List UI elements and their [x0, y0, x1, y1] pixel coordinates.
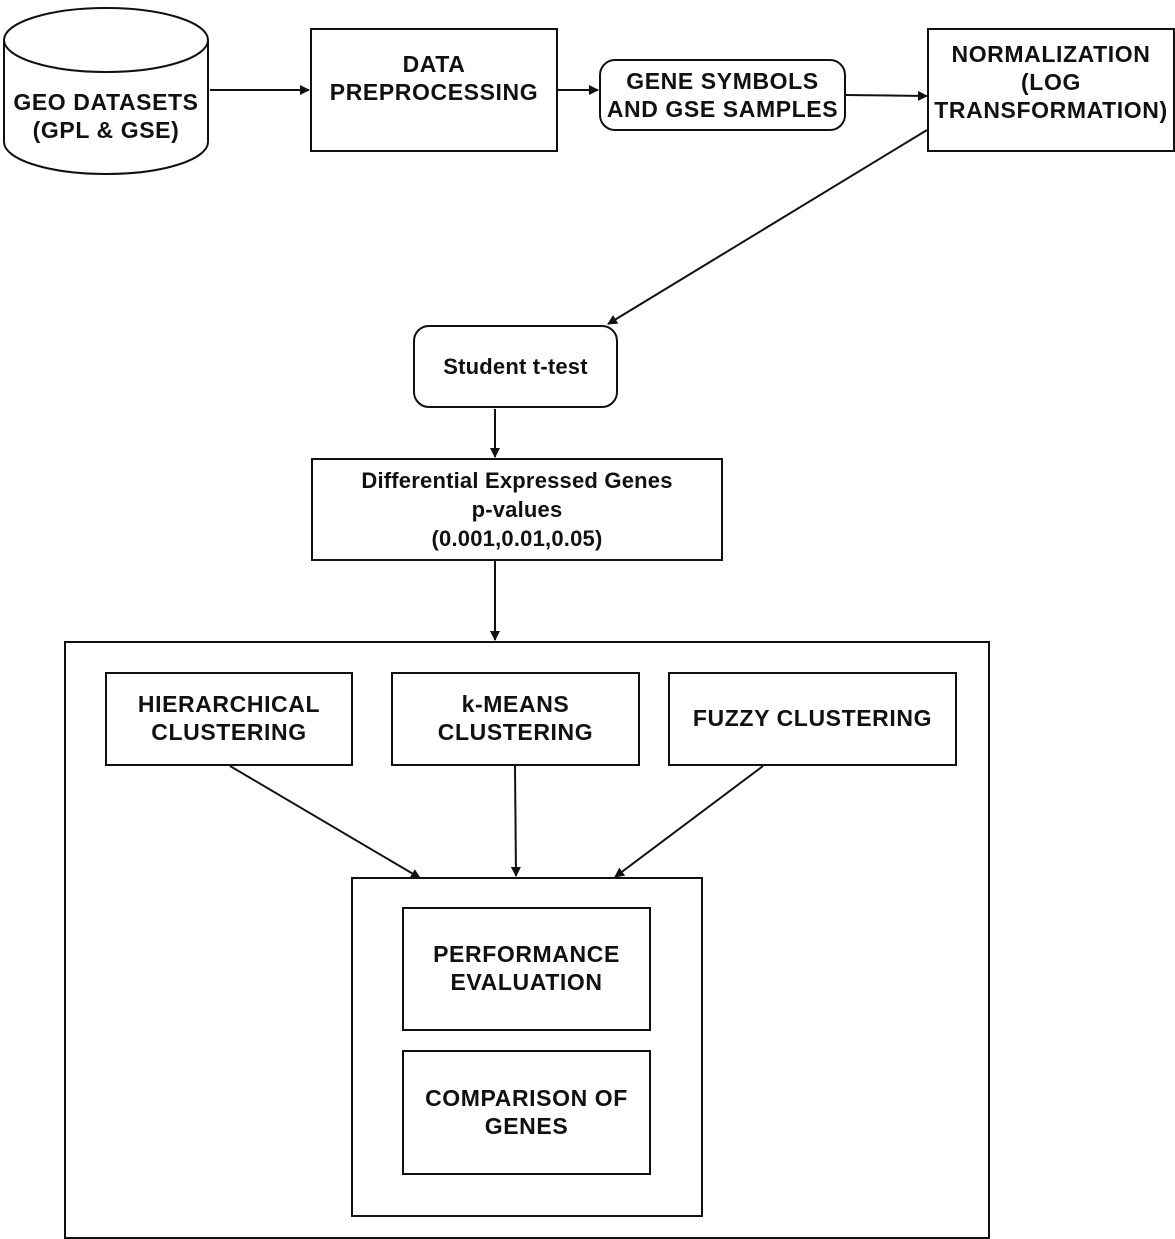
database-cylinder-icon	[3, 7, 209, 175]
student-t-test-label: Student t-test	[443, 354, 588, 379]
geo-datasets-cylinder: GEO DATASETS (GPL & GSE)	[0, 4, 212, 176]
differential-expressed-genes-box: Differential Expressed Genes p-values (0…	[311, 458, 723, 561]
data-preprocessing-label: DATA PREPROCESSING	[329, 51, 539, 105]
comparison-of-genes-label: COMPARISON OF GENES	[425, 1084, 628, 1139]
kmeans-clustering-label: k-MEANS CLUSTERING	[437, 691, 594, 745]
fuzzy-clustering-box: FUZZY CLUSTERING	[668, 672, 957, 766]
fuzzy-clustering-label: FUZZY CLUSTERING	[692, 705, 933, 731]
performance-evaluation-label: PERFORMANCE EVALUATION	[433, 941, 620, 995]
arrow-gene-symbols-to-normalization	[844, 90, 928, 101]
gene-symbols-label: GENE SYMBOLS AND GSE SAMPLES	[606, 68, 839, 122]
normalization-box: NORMALIZATION (LOG TRANSFORMATION)	[927, 28, 1175, 152]
performance-evaluation-box: PERFORMANCE EVALUATION	[402, 907, 651, 1031]
arrow-normalization-to-t-test	[607, 129, 928, 325]
hierarchical-clustering-label: HIERARCHICAL CLUSTERING	[137, 691, 321, 745]
kmeans-clustering-box: k-MEANS CLUSTERING	[391, 672, 640, 766]
geo-datasets-label: GEO DATASETS (GPL & GSE)	[13, 89, 199, 143]
normalization-label: NORMALIZATION (LOG TRANSFORMATION)	[934, 41, 1168, 123]
gene-symbols-box: GENE SYMBOLS AND GSE SAMPLES	[599, 59, 846, 131]
differential-expressed-genes-label: Differential Expressed Genes p-values (0…	[361, 468, 673, 551]
student-t-test-box: Student t-test	[413, 325, 618, 408]
hierarchical-clustering-box: HIERARCHICAL CLUSTERING	[105, 672, 353, 766]
data-preprocessing-box: DATA PREPROCESSING	[310, 28, 558, 152]
comparison-of-genes-box: COMPARISON OF GENES	[402, 1050, 651, 1175]
clustering-group	[64, 641, 990, 1239]
evaluation-group	[351, 877, 703, 1217]
